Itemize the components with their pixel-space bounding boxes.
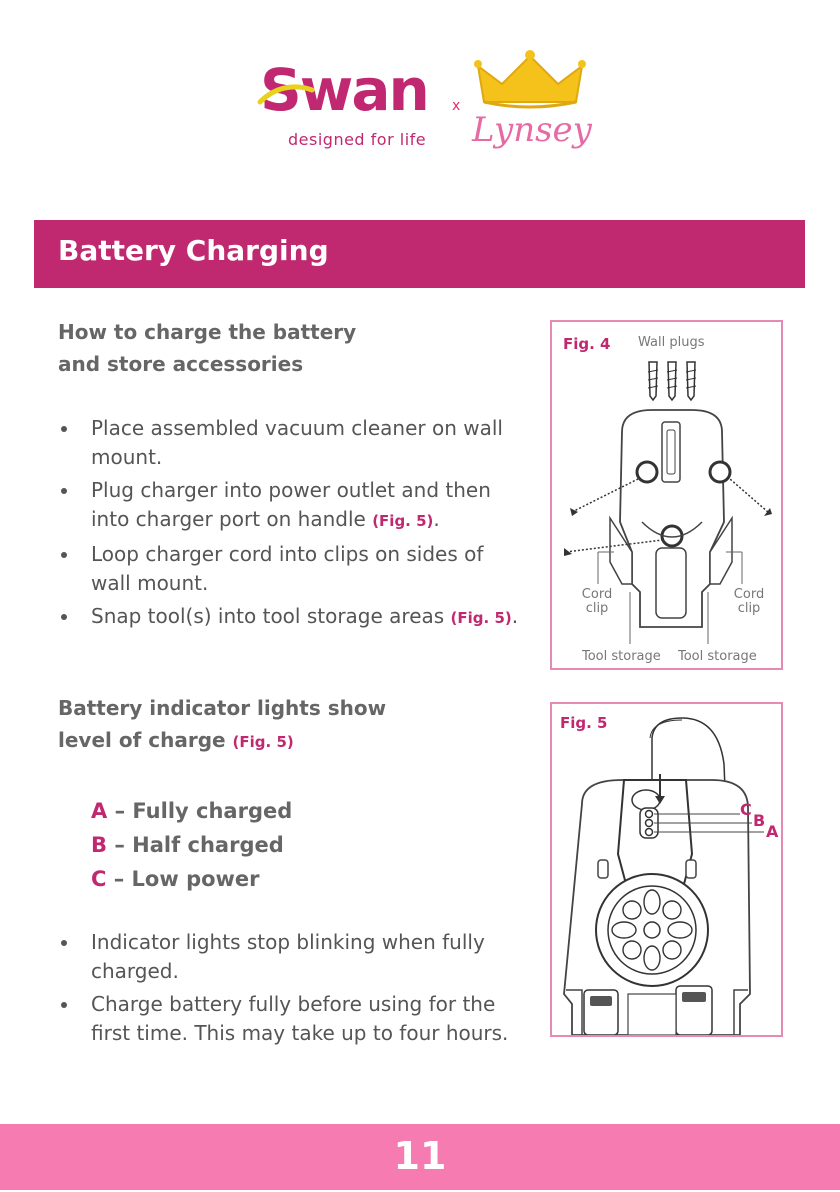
list-item: Snap tool(s) into tool storage areas (Fi… [58,602,528,633]
wall-mount-illustration [564,361,772,644]
page-title: Battery Charging [58,234,329,267]
page-number: 11 [393,1134,447,1178]
swan-logo: Swan [260,56,430,124]
charge-steps-list: Place assembled vacuum cleaner on wall m… [58,414,528,637]
list-item: Indicator lights stop blinking when full… [58,928,528,986]
list-item: Place assembled vacuum cleaner on wall m… [58,414,528,472]
level-b: B – Half charged [91,833,284,857]
list-item: Charge battery fully before using for th… [58,990,528,1048]
vacuum-charging-illustration [563,717,764,1035]
logo-lockup: Swan designed for life x Lynsey [250,50,592,180]
lynsey-logo: Lynsey [472,110,592,150]
section-header-bar: Battery Charging [34,220,805,288]
indicator-heading: Battery indicator lights show level of c… [58,696,387,752]
logo-separator: x [452,98,461,114]
level-a: A – Fully charged [91,799,293,823]
indicator-notes-list: Indicator lights stop blinking when full… [58,928,528,1052]
level-c: C – Low power [91,867,260,891]
list-item: Loop charger cord into clips on sides of… [58,540,528,598]
charge-levels: A – Fully charged B – Half charged C – L… [91,794,292,896]
swan-swoosh-icon [257,84,315,105]
charge-heading: How to charge the battery and store acce… [58,320,357,376]
figure-4: Fig. 4 Wall plugs [550,320,783,670]
figure-5: Fig. 5 [550,702,783,1037]
crown-icon [474,50,586,109]
page-footer: 11 [0,1124,840,1190]
swan-tagline: designed for life [288,130,427,149]
list-item: Plug charger into power outlet and then … [58,476,528,536]
